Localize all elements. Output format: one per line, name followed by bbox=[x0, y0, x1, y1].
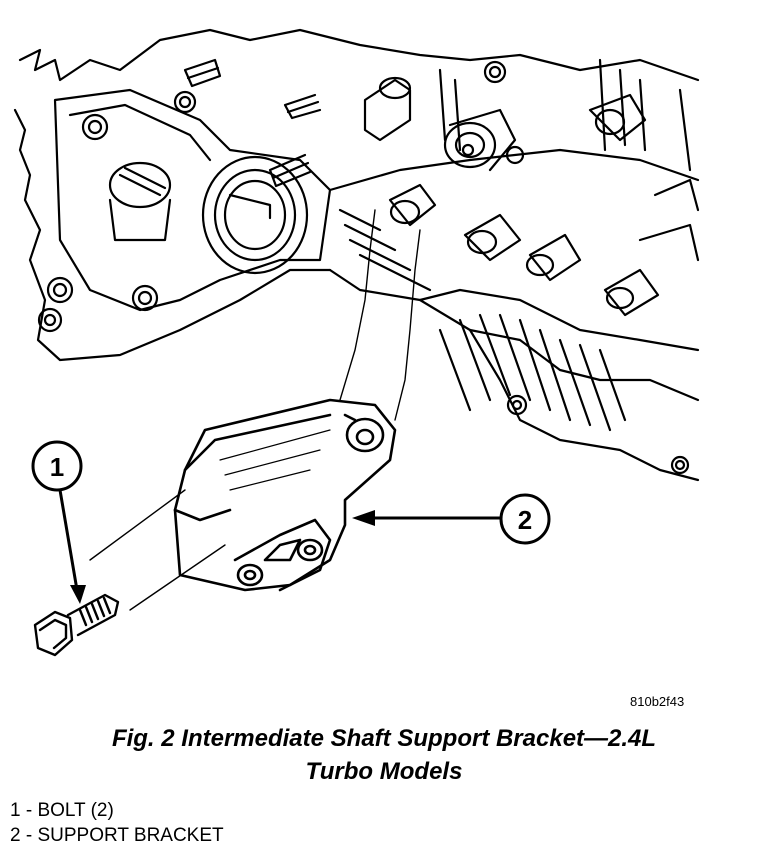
legend: 1 - BOLT (2) 2 - SUPPORT BRACKET bbox=[10, 798, 224, 848]
bracket-path-guide bbox=[89, 209, 421, 611]
caption-line-2: Turbo Models bbox=[305, 758, 463, 785]
callout-1-circle bbox=[31, 440, 83, 492]
callout-2-circle bbox=[499, 493, 551, 545]
callout-2-number: 2 bbox=[518, 505, 532, 535]
engine-illustration: 1 2 bbox=[13, 28, 700, 657]
studs bbox=[183, 58, 322, 188]
figure-code: 810b2f43 bbox=[630, 694, 685, 709]
callout-2-arrowhead bbox=[352, 510, 375, 526]
engine-block bbox=[13, 28, 700, 482]
legend-item-support-bracket: 2 - SUPPORT BRACKET bbox=[10, 825, 224, 846]
shaft-bore bbox=[201, 155, 309, 275]
callout-leaders bbox=[58, 488, 502, 592]
bearing-bosses bbox=[363, 60, 647, 172]
figure-caption: Fig. 2 Intermediate Shaft Support Bracke… bbox=[0, 722, 768, 788]
housing-bolts bbox=[37, 90, 197, 333]
block-lower-bolts bbox=[506, 394, 690, 475]
lifter-row bbox=[388, 178, 700, 317]
legend-item-bolt: 1 - BOLT (2) bbox=[10, 800, 114, 821]
bolt bbox=[33, 593, 120, 657]
callout-1-number: 1 bbox=[50, 452, 64, 482]
oil-pump-housing bbox=[108, 161, 172, 242]
caption-line-1: Fig. 2 Intermediate Shaft Support Bracke… bbox=[111, 725, 657, 752]
support-bracket bbox=[173, 398, 397, 592]
callout-1-arrowhead bbox=[70, 585, 86, 604]
